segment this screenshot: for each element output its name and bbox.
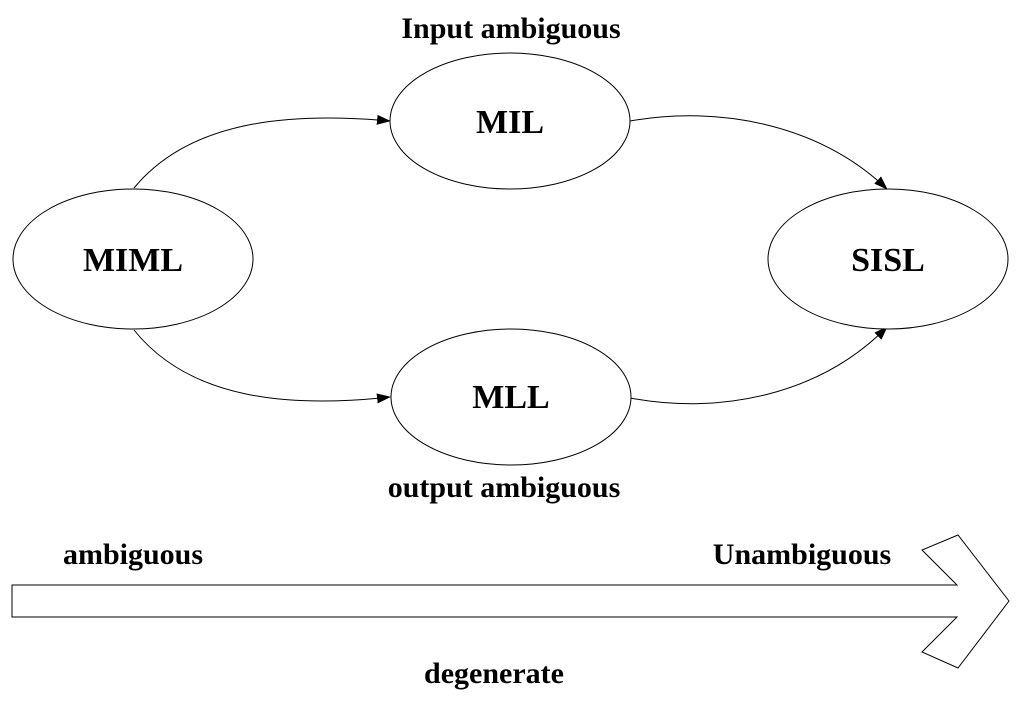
scale-bottom-label: degenerate [424, 657, 564, 690]
mll-caption: output ambiguous [388, 471, 621, 504]
scale-right-label: Unambiguous [713, 538, 891, 571]
node-sisl-label: SISL [851, 242, 925, 279]
node-sisl: SISL [767, 188, 1009, 330]
ambiguity-scale-arrow [11, 534, 1010, 669]
edge-mil-to-sisl [629, 115, 888, 190]
node-mil-label: MIL [476, 104, 544, 141]
mil-caption: Input ambiguous [401, 12, 620, 45]
node-mll: MLL [390, 328, 632, 466]
scale-left-label: ambiguous [63, 538, 203, 571]
edge-miml-to-mil [133, 114, 391, 189]
node-miml-label: MIML [83, 242, 183, 279]
node-mil: MIL [389, 52, 631, 190]
node-miml: MIML [12, 188, 254, 330]
edge-mll-to-sisl [629, 326, 888, 405]
node-mll-label: MLL [472, 379, 549, 416]
edge-miml-to-mll [133, 329, 391, 404]
